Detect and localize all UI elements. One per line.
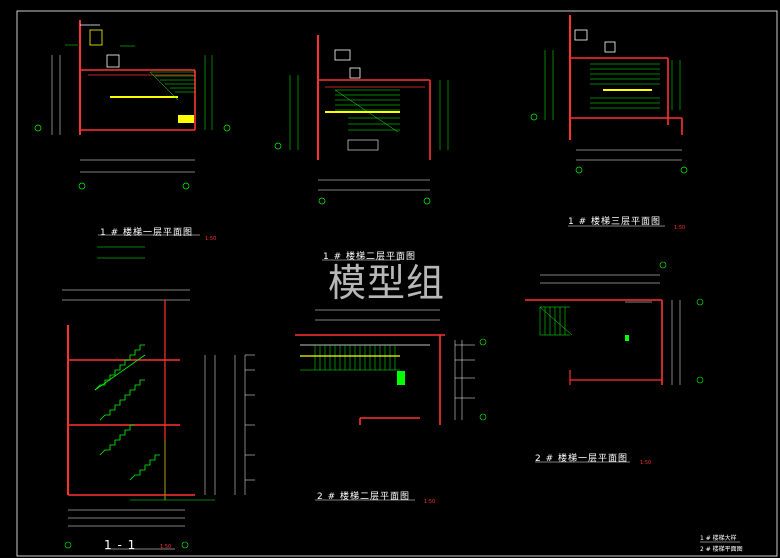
title-section: 1 - 1 [104, 538, 137, 552]
plan-5-building2-first-floor [525, 261, 704, 463]
plan-1-stair-first-floor [34, 20, 231, 259]
title-plan4: 2 # 楼梯二层平面图 [317, 492, 410, 502]
title-plan5: 2 # 楼梯一层平面图 [535, 454, 628, 464]
drawing-frame [16, 10, 778, 557]
title-plan3: 1 # 楼梯三层平面图 [568, 217, 661, 227]
title-plan2: 1 # 楼梯二层平面图 [323, 252, 416, 262]
scale-plan3: 1:50 [674, 225, 686, 231]
plan-4-building2-second-floor [295, 309, 487, 501]
scale-plan5: 1:50 [640, 460, 652, 466]
watermark-logo: 模型组 [328, 261, 446, 305]
scale-plan4: 1:50 [424, 499, 436, 505]
plan-2-stair-second-floor [274, 35, 449, 261]
section-1-1 [62, 289, 255, 550]
note-1: 1 # 楼梯大样 [700, 535, 737, 542]
plan-3-stair-third-floor [530, 15, 688, 227]
note-2: 2 # 楼梯平面图 [700, 546, 743, 553]
title-plan1: 1 # 楼梯一层平面图 [100, 228, 193, 238]
scale-section: 1:50 [160, 544, 172, 550]
scale-plan1: 1:50 [205, 236, 217, 242]
